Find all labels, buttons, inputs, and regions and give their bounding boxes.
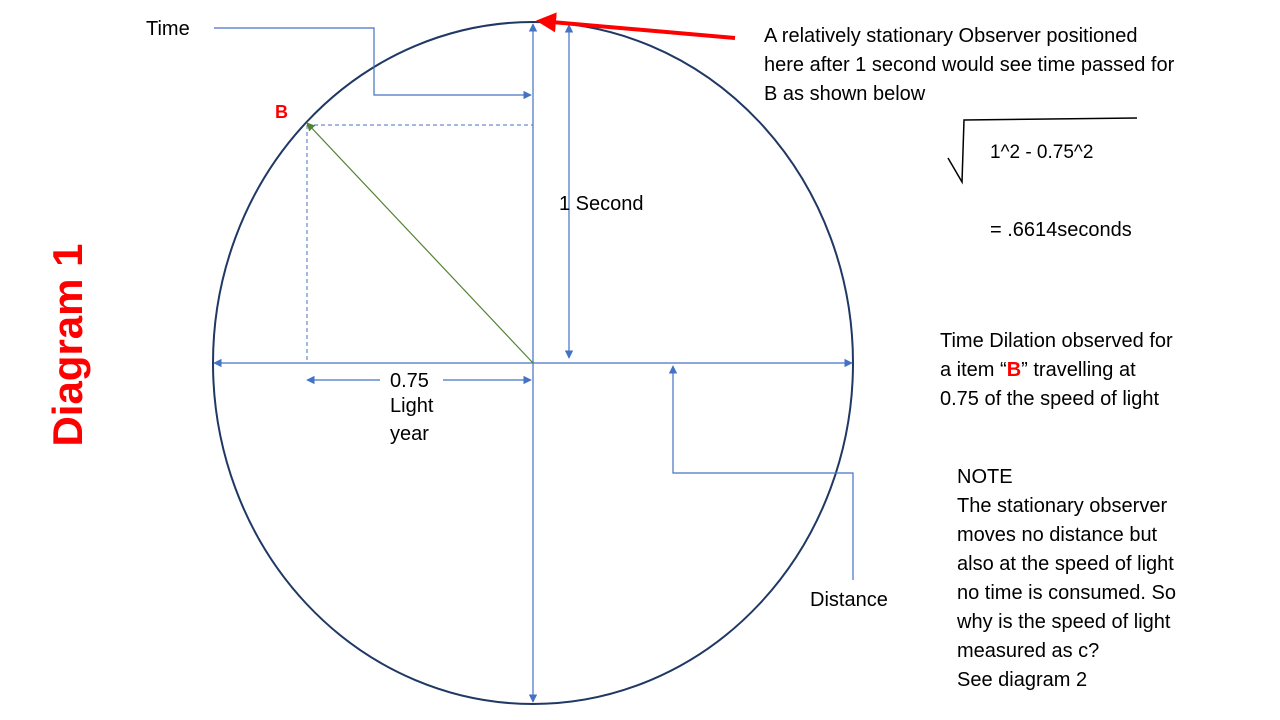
b-vector xyxy=(306,122,534,364)
b-highlight: B xyxy=(1006,359,1022,381)
observer-note: A relatively stationary Observer positio… xyxy=(764,22,1174,109)
dilation-note-line3: 0.75 of the speed of light xyxy=(940,388,1160,410)
note-block: NOTE The stationary observer moves no di… xyxy=(957,463,1176,695)
note-line: measured as c? xyxy=(957,640,1100,662)
observer-pointer xyxy=(536,12,736,40)
note-line: See diagram 2 xyxy=(957,669,1088,691)
b-label: B xyxy=(275,102,288,122)
dilation-note-text: a item “ xyxy=(940,359,1007,381)
observer-note-line: B as shown below xyxy=(764,83,926,105)
time-callout xyxy=(214,27,532,100)
dilation-note-text: ” travelling at xyxy=(1021,359,1136,381)
note-line: NOTE xyxy=(957,466,1013,488)
formula-radicand: 1^2 - 0.75^2 xyxy=(990,142,1094,163)
dilation-note: Time Dilation observed for a item “B” tr… xyxy=(940,327,1173,414)
diagram-title: Diagram 1 xyxy=(44,243,91,447)
note-line: moves no distance but xyxy=(957,524,1158,546)
distance-unit-label-line2: year xyxy=(390,423,429,445)
distance-value-label: 0.75 xyxy=(390,370,429,392)
observer-note-line: here after 1 second would see time passe… xyxy=(764,54,1175,76)
dilation-note-line2: a item “B” travelling at xyxy=(940,356,1173,385)
sqrt-symbol xyxy=(947,117,1138,185)
note-line: no time is consumed. So xyxy=(957,582,1176,604)
observer-note-line: A relatively stationary Observer positio… xyxy=(764,25,1138,47)
note-line: why is the speed of light xyxy=(957,611,1171,633)
circle xyxy=(212,21,854,705)
note-line: also at the speed of light xyxy=(957,553,1174,575)
formula-result: = .6614seconds xyxy=(990,219,1132,241)
time-label: Time xyxy=(146,18,190,40)
one-second-label: 1 Second xyxy=(559,193,644,215)
distance-callout xyxy=(668,365,854,580)
distance-unit-label-line1: Light xyxy=(390,395,434,417)
note-line: The stationary observer xyxy=(957,495,1168,517)
dilation-note-line1: Time Dilation observed for xyxy=(940,330,1173,352)
distance-label: Distance xyxy=(810,589,888,611)
